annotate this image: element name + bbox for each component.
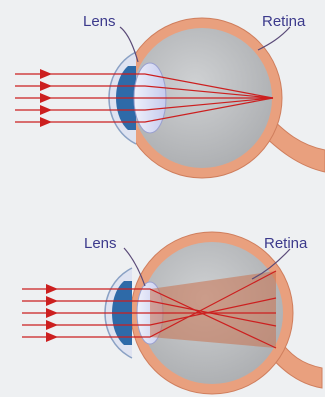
top-arrow-2 xyxy=(40,81,52,91)
bottom-retina-label: Retina xyxy=(264,235,308,252)
top-arrow-3 xyxy=(40,93,52,103)
bottom-arrow-4 xyxy=(46,320,58,330)
bottom-arrow-3 xyxy=(46,308,58,318)
bottom-eye: Lens Retina xyxy=(22,232,322,394)
bottom-arrow-1 xyxy=(46,284,58,294)
top-eye: Lens Retina xyxy=(15,13,325,178)
top-lens-label: Lens xyxy=(83,13,116,30)
top-arrow-1 xyxy=(40,69,52,79)
top-ray-arrows xyxy=(40,69,52,127)
bottom-lens-label: Lens xyxy=(84,235,117,252)
top-arrow-4 xyxy=(40,105,52,115)
top-arrow-5 xyxy=(40,117,52,127)
bottom-ray-arrows xyxy=(46,284,58,342)
top-retina-label: Retina xyxy=(262,13,306,30)
bottom-arrow-2 xyxy=(46,296,58,306)
bottom-arrow-5 xyxy=(46,332,58,342)
